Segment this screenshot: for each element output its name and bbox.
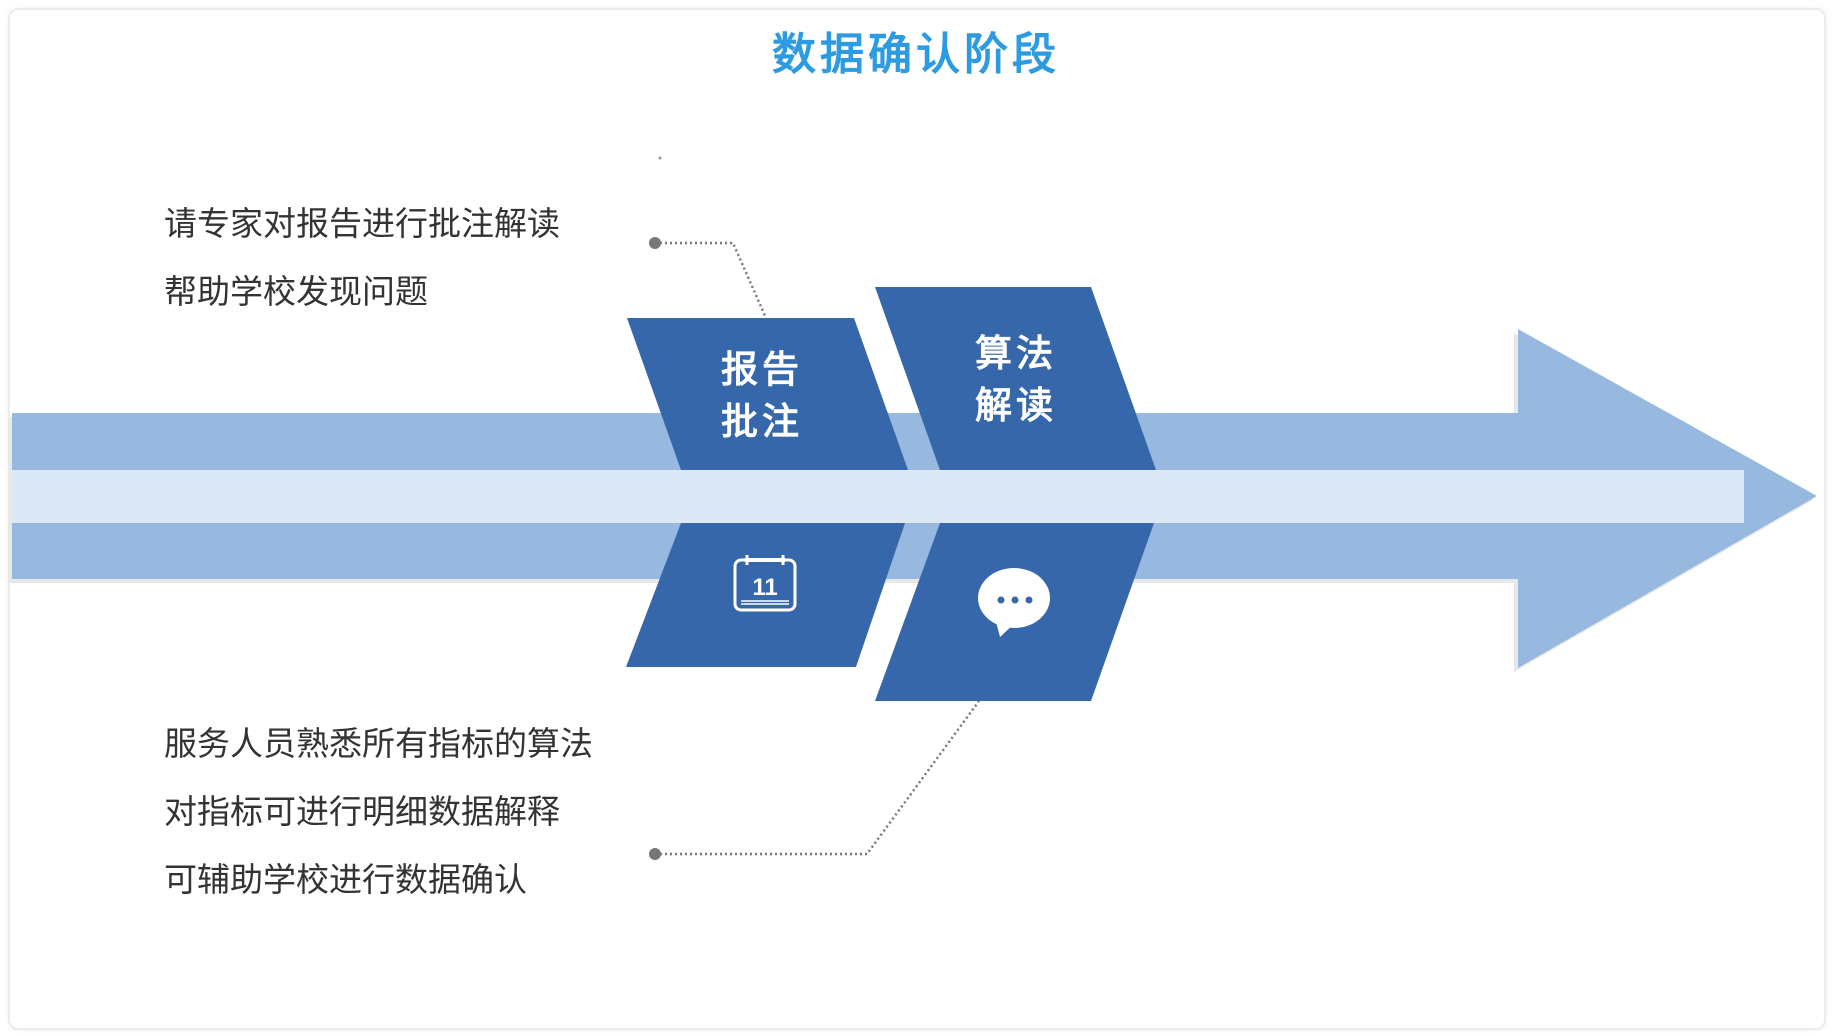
description-line: 请专家对报告进行批注解读: [164, 204, 560, 243]
step2-label-line2: 解读: [975, 384, 1057, 427]
connector-line-2: [649, 700, 981, 860]
step1-bottom-block: [626, 523, 905, 667]
step1-label: 报告 批注: [702, 344, 822, 448]
page-title: 数据确认阶段: [772, 29, 1060, 80]
step1-label-line1: 报告: [721, 348, 803, 391]
description-line: 帮助学校发现问题: [164, 272, 428, 311]
step1-top-block: [627, 318, 908, 470]
step1-label-line2: 批注: [721, 400, 803, 443]
step2-label-line1: 算法: [975, 332, 1057, 375]
description-line: 可辅助学校进行数据确认: [164, 860, 527, 899]
step2-top-block: [875, 287, 1156, 470]
timeline-arrow: [8, 329, 1817, 672]
description-line: 服务人员熟悉所有指标的算法: [164, 724, 593, 763]
chat-bubble-icon: [978, 568, 1050, 637]
step2-label: 算法 解读: [956, 328, 1076, 432]
calendar-icon: [733, 555, 797, 612]
step1-description: 请专家对报告进行批注解读 帮助学校发现问题: [164, 190, 560, 326]
connector-line-1: [649, 237, 768, 319]
calendar-day-number: 11: [752, 574, 777, 601]
description-line: 对指标可进行明细数据解释: [164, 792, 560, 831]
step2-description: 服务人员熟悉所有指标的算法 对指标可进行明细数据解释 可辅助学校进行数据确认: [164, 710, 593, 914]
